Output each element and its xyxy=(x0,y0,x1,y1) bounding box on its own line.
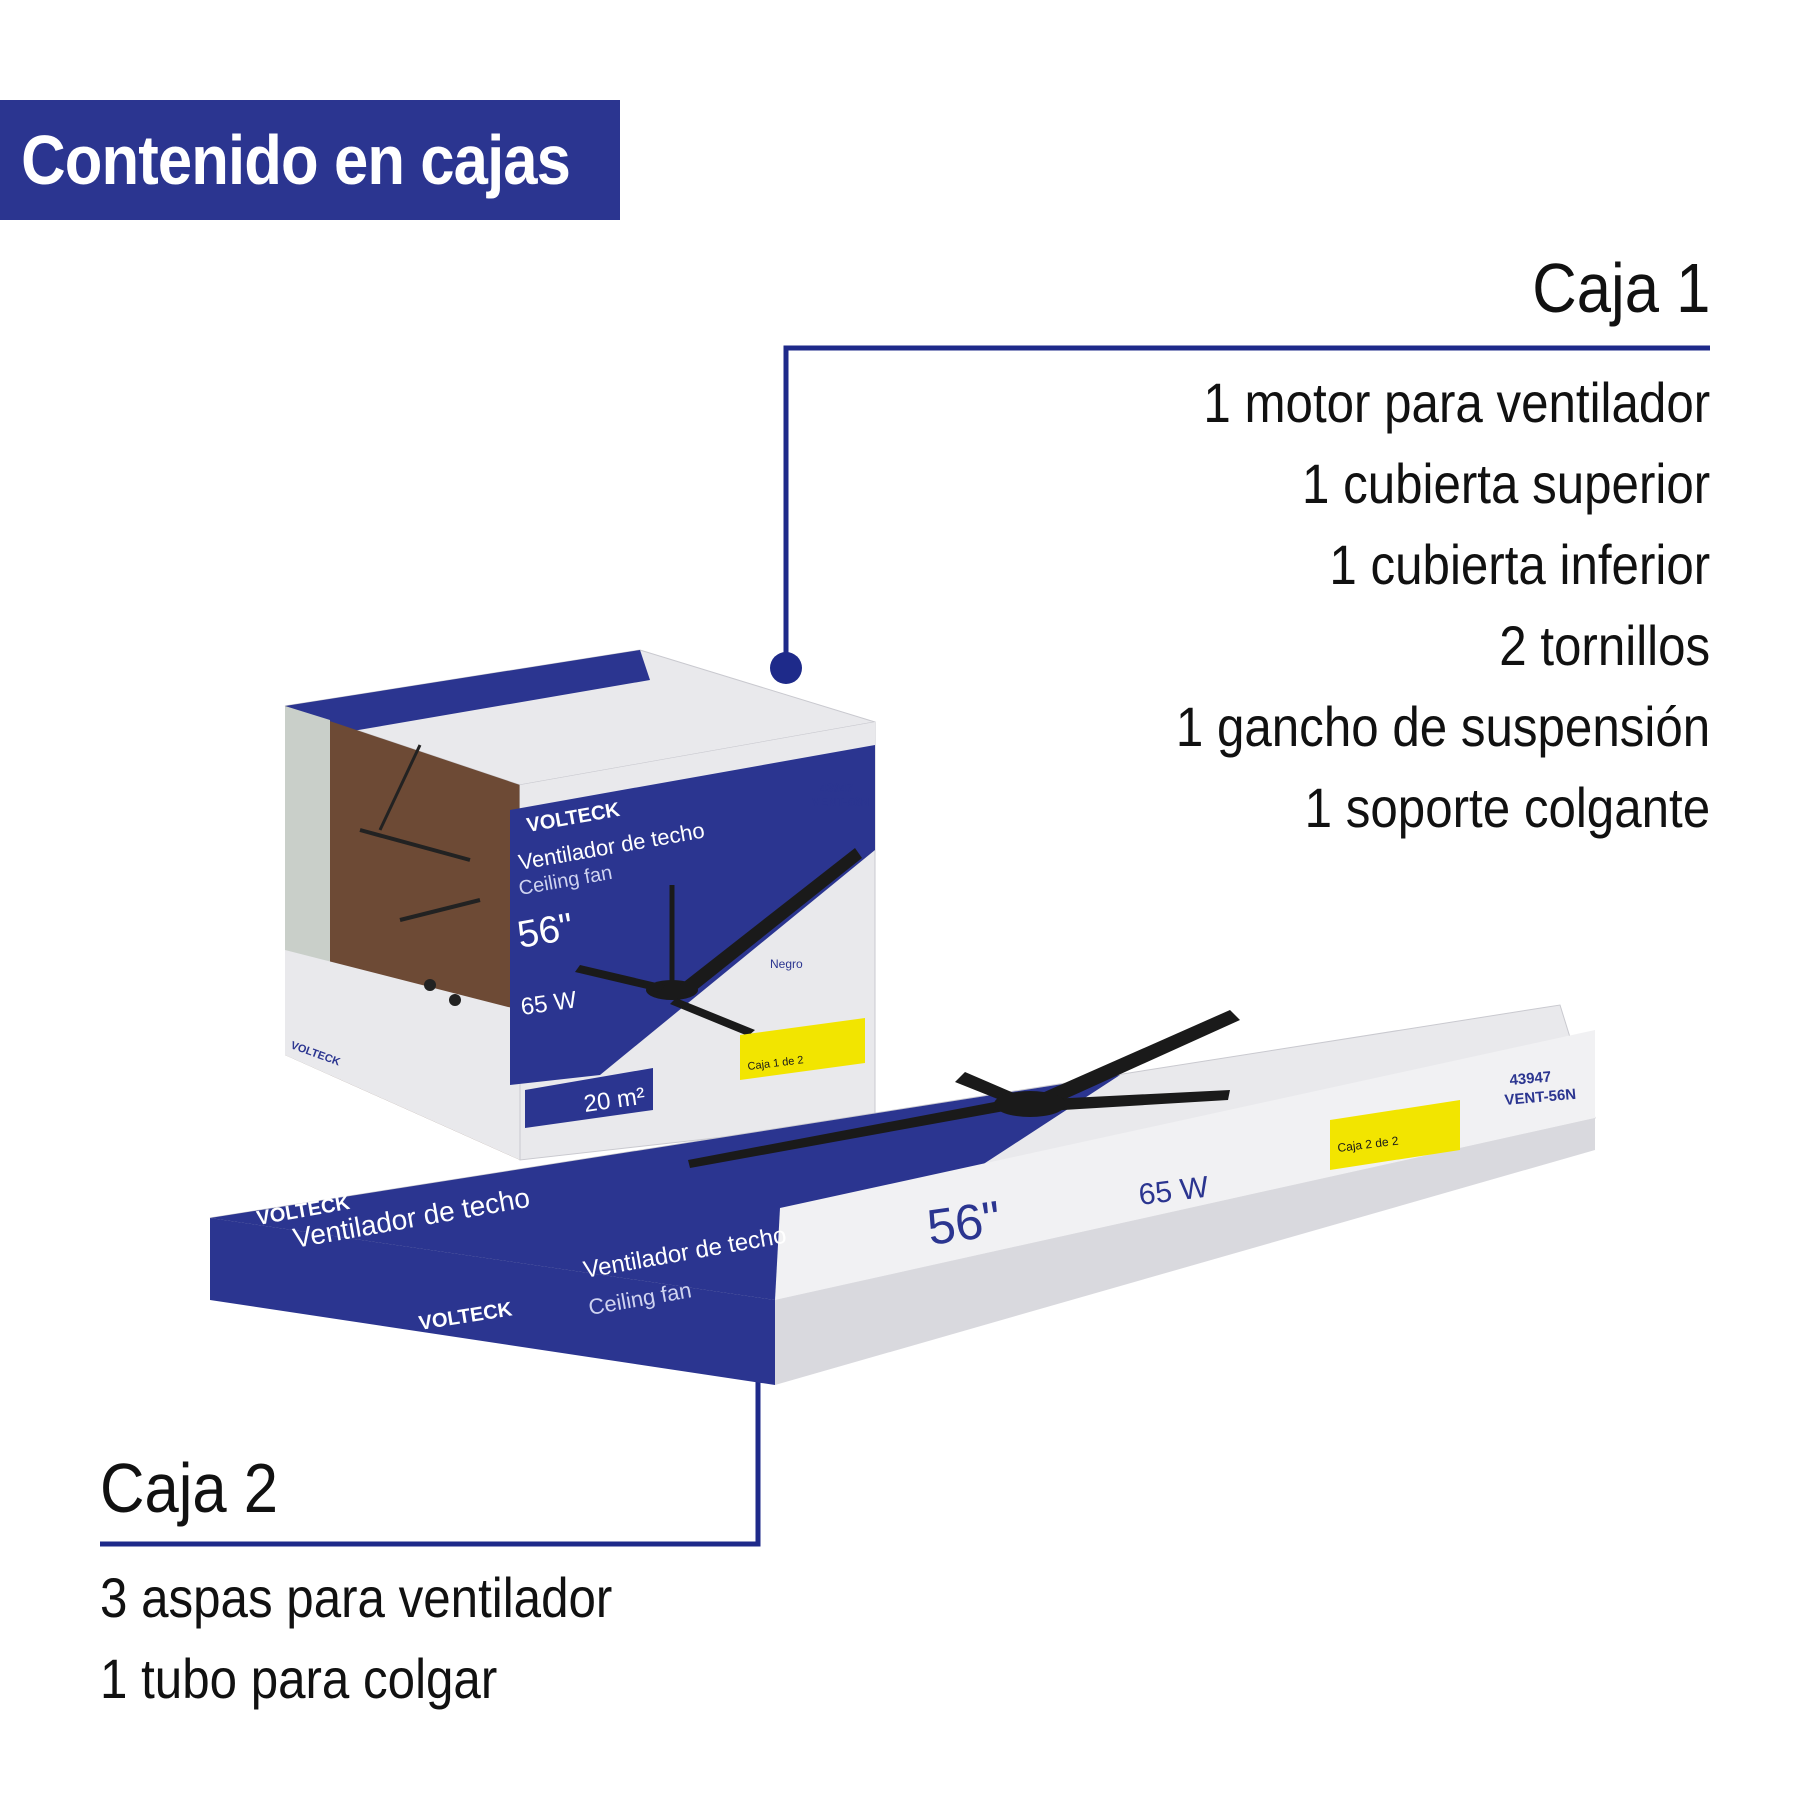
box2-package: VOLTECK Ventilador de techo Ventilador d… xyxy=(209,1004,1596,1385)
box1-heading: Caja 1 xyxy=(1531,249,1710,327)
title-banner: Contenido en cajas xyxy=(0,100,620,220)
box1-model: VENT-56N xyxy=(812,795,869,809)
box1-sku: 43947 xyxy=(820,781,854,795)
box1-connector xyxy=(770,345,1710,684)
list-item: 2 tornillos xyxy=(1499,614,1710,677)
list-item: 3 aspas para ventilador xyxy=(100,1566,613,1629)
box1-color: Negro xyxy=(770,957,803,971)
box2-heading: Caja 2 xyxy=(100,1449,279,1527)
box1-contents-list: 1 motor para ventilador 1 cubierta super… xyxy=(1103,362,1710,848)
box2-model: VENT-56N xyxy=(1504,1086,1577,1109)
list-item: 1 tubo para colgar xyxy=(100,1647,498,1710)
list-item: 1 motor para ventilador xyxy=(1203,371,1710,434)
page-title: Contenido en cajas xyxy=(21,121,571,199)
box1-size: 56" xyxy=(514,906,576,957)
list-item: 1 soporte colgante xyxy=(1304,776,1710,839)
list-item: 1 gancho de suspensión xyxy=(1175,695,1710,758)
list-item: 1 cubierta inferior xyxy=(1329,533,1710,596)
box1-package: VOLTECK Ventilador de techo Ceiling fan … xyxy=(284,649,876,1161)
box2-contents-list: 3 aspas para ventilador 1 tubo para colg… xyxy=(100,1557,682,1719)
list-item: 1 cubierta superior xyxy=(1301,452,1710,515)
box2-sku: 43947 xyxy=(1509,1068,1552,1089)
box2-size: 56" xyxy=(924,1190,1004,1256)
